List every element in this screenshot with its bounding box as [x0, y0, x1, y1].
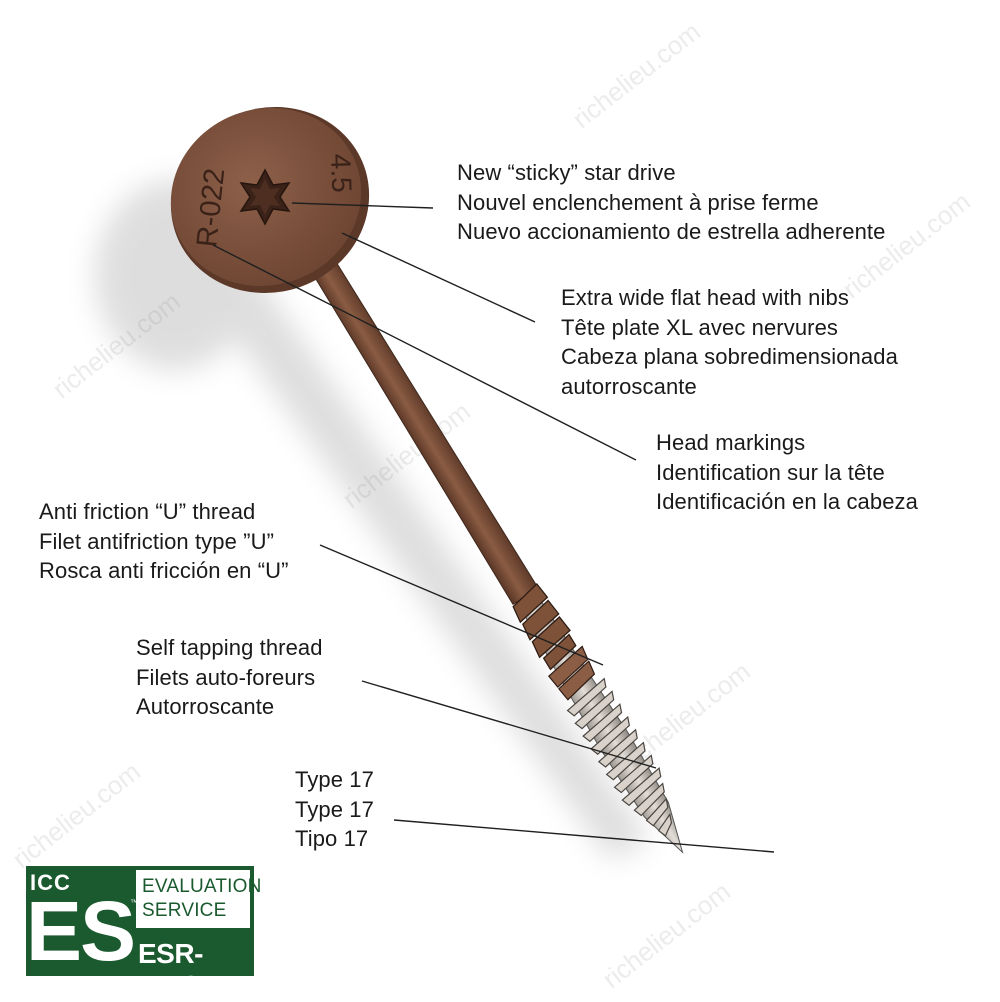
callout-line: New “sticky” star drive [457, 160, 676, 185]
callout-line: Type 17 [295, 796, 374, 822]
screw-head: R-022 4.5 [170, 107, 370, 293]
thread-turn [645, 797, 669, 827]
thread-turn [574, 690, 615, 730]
head-marking-right: 4.5 [325, 153, 357, 193]
callout-line: Identificación en la cabeza [656, 489, 918, 514]
star-drive-recess [239, 168, 291, 226]
callout-line: Tipo 17 [295, 826, 369, 851]
badge-evaluation-text: EVALUATION SERVICE [142, 875, 262, 923]
thread-turn [582, 703, 623, 743]
thread-turn [590, 715, 631, 755]
callout-line: Cabeza plana sobredimensionada [561, 344, 898, 369]
u-thread [512, 582, 577, 671]
callout-line: Rosca anti fricción en “U” [39, 558, 289, 583]
thread-turn [621, 767, 662, 807]
badge-eval-line: SERVICE [142, 900, 227, 921]
callout-line: Type 17 [295, 767, 374, 792]
callout-line: Extra wide flat head with nibs [561, 285, 849, 310]
badge-eval-line: EVALUATION [142, 876, 262, 897]
callout-line: Nouvel enclenchement à prise ferme [457, 189, 819, 215]
badge-trademark: ™ [130, 898, 138, 907]
callout-line: Autorroscante [136, 694, 275, 719]
callout-flat-head: Extra wide flat head with nibs Tête plat… [561, 283, 898, 401]
callout-line: Tête plate XL avec nervures [561, 314, 839, 340]
badge-es: ES [26, 884, 136, 978]
thread-turn [633, 782, 665, 817]
callout-line: Anti friction “U” thread [39, 499, 256, 524]
callout-line: Self tapping thread [136, 635, 323, 660]
callout-star-drive: New “sticky” star drive Nouvel enclenche… [457, 158, 885, 247]
callout-line: Filets auto-foreurs [136, 664, 316, 690]
callout-line: Identification sur la tête [656, 459, 885, 485]
thread-turn [605, 741, 646, 781]
icc-es-badge: ICC ES ™ EVALUATION SERVICE ESR-4558 [26, 866, 261, 1001]
badge-icc: ICC [30, 870, 71, 895]
callout-u-thread: Anti friction “U” thread Filet antifrict… [39, 497, 289, 586]
callout-self-tapping: Self tapping thread Filets auto-foreurs … [136, 633, 323, 722]
callout-line: Filet antifriction type ”U” [39, 528, 274, 554]
thread-turn [657, 812, 673, 837]
badge-esr-number: ESR-4558 [138, 938, 203, 1001]
thread-turn [566, 677, 607, 717]
badge-evaluation-box: EVALUATION SERVICE [136, 870, 261, 928]
callout-line: Nuevo accionamiento de estrella adherent… [457, 219, 886, 244]
callout-type17: Type 17 Type 17 Tipo 17 [295, 765, 374, 854]
callout-head-markings: Head markings Identification sur la tête… [656, 428, 918, 517]
callout-line: Head markings [656, 430, 806, 455]
callout-lines [212, 202, 775, 853]
screw-shank [310, 256, 596, 701]
callout-line: autorroscante [561, 373, 697, 399]
thread-turn [597, 728, 638, 768]
